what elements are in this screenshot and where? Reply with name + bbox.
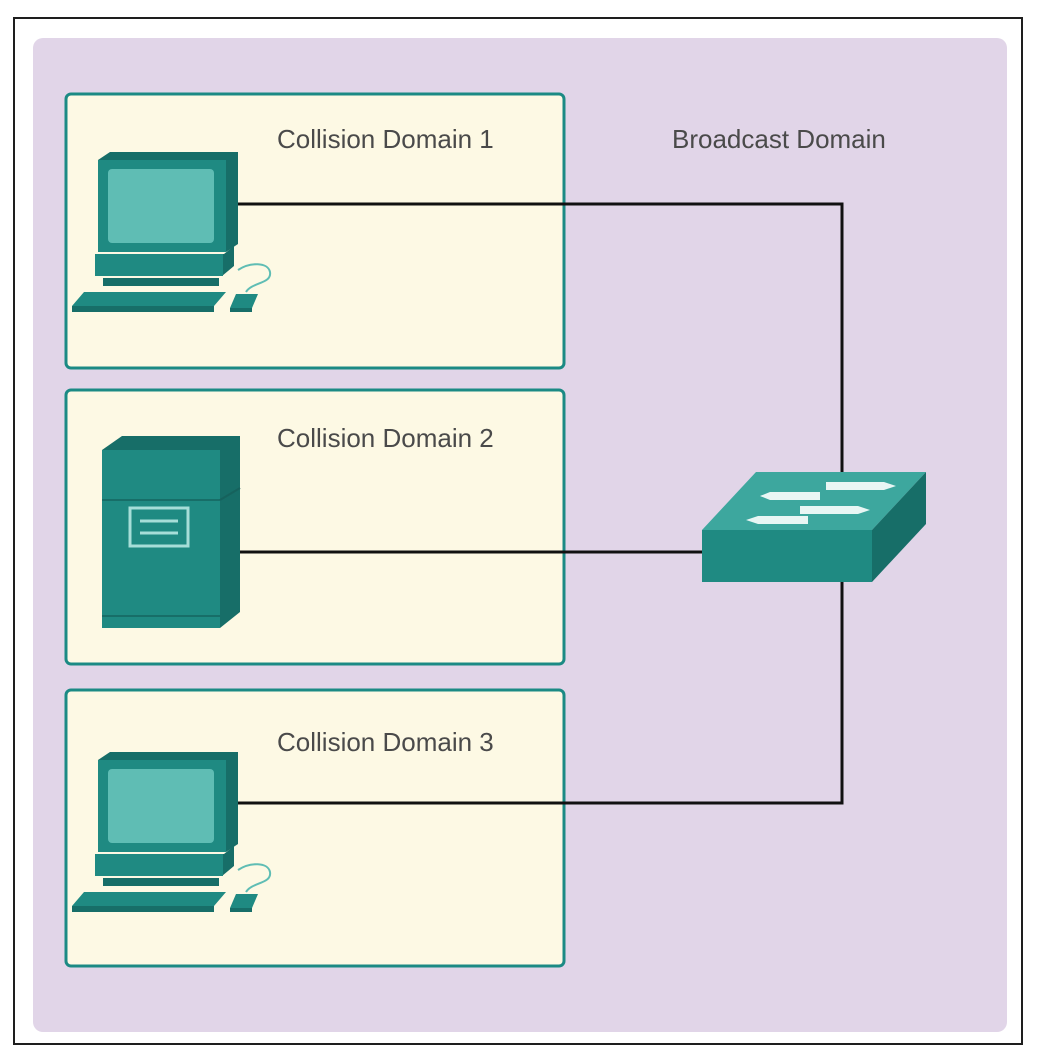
switch-icon <box>702 472 926 582</box>
pc-icon <box>72 152 272 312</box>
cables <box>238 202 844 805</box>
broadcast-domain-label: Broadcast Domain <box>672 124 886 154</box>
cable-pc3-to-switch <box>238 582 844 805</box>
cable-pc1-to-switch <box>238 202 844 475</box>
pc-icon <box>72 752 272 912</box>
collision-domain-3-label: Collision Domain 3 <box>277 727 494 757</box>
collision-domain-2-label: Collision Domain 2 <box>277 423 494 453</box>
collision-domain-1-label: Collision Domain 1 <box>277 124 494 154</box>
server-icon <box>102 436 241 628</box>
